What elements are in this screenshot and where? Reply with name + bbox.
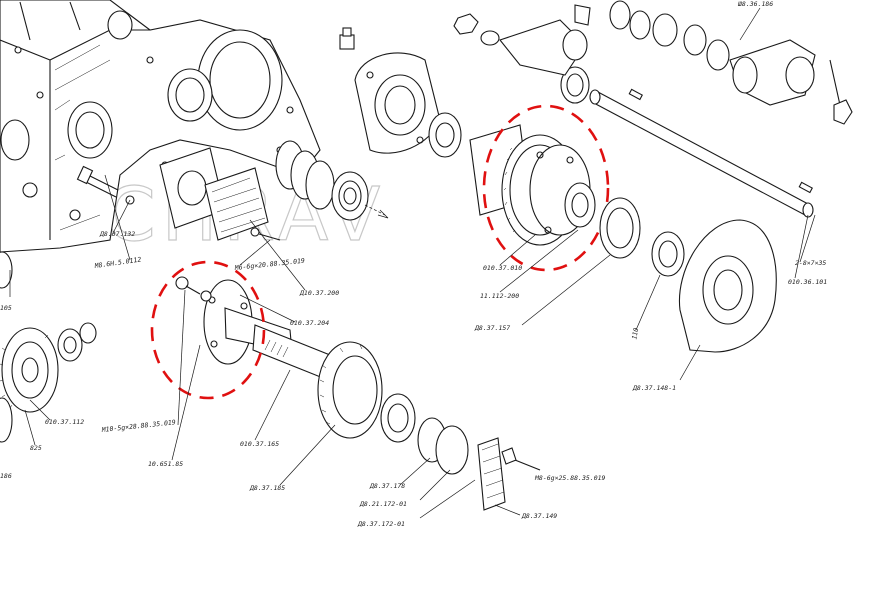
highlight-circle-lower	[150, 260, 266, 400]
bushing-set	[609, 0, 730, 71]
ball-bearing-right	[651, 231, 685, 277]
leader-lines	[9, 7, 816, 519]
ball-bearing-lower	[380, 393, 416, 443]
part-label: Д8.37.185	[249, 484, 285, 492]
cover-plate-lower	[477, 437, 506, 511]
part-label: М10-5g×28.88.35.019	[100, 418, 176, 434]
part-label: Д8.37.148-1	[632, 384, 676, 392]
part-label: 010.37.010	[483, 264, 522, 272]
part-label: Д8.37.172-01	[357, 520, 405, 528]
part-label: М6-6g×20.88.35.019	[233, 257, 305, 272]
part-label: Д8.21.172-01	[359, 500, 407, 508]
bevel-gear	[317, 341, 383, 439]
part-label: 186	[0, 472, 12, 480]
part-label: 010.36.101	[788, 278, 827, 286]
bearing-flange-top	[354, 52, 441, 154]
ball-bearing-top	[428, 112, 462, 158]
arm-bracket-right	[729, 39, 816, 106]
ball-bearing-upper	[331, 171, 369, 221]
lower-flange-shaft	[203, 279, 331, 381]
seal-ring-top	[560, 66, 590, 104]
seal-plate-right	[678, 219, 777, 353]
part-label: 11.112-200	[480, 292, 519, 300]
seal-ring-right	[599, 197, 641, 259]
retaining-rings	[275, 140, 335, 210]
part-label: 10.651.85	[148, 460, 183, 468]
fork-pin	[829, 59, 853, 125]
small-bearing-left	[57, 322, 97, 362]
long-shaft	[589, 88, 814, 218]
part-label: 825	[30, 444, 42, 452]
part-label: Д8.37.178	[369, 482, 405, 490]
housing-plug	[339, 27, 355, 50]
snap-rings-lower	[417, 417, 469, 475]
part-label: 010.37.165	[240, 440, 279, 448]
part-label: Д8.37.149	[521, 512, 557, 520]
cover-plate	[204, 167, 269, 241]
upper-gear-assembly	[469, 124, 596, 246]
nut-top	[453, 13, 500, 46]
part-label: М8-6g×25.88.35.019	[534, 474, 606, 482]
part-label: Д10.37.200	[299, 289, 339, 297]
part-label: 010.37.112	[45, 418, 84, 426]
part-label: 105	[0, 304, 12, 312]
spur-gear-left	[0, 327, 59, 413]
cover-bolt-lower	[501, 447, 541, 471]
highlight-circle-upper	[482, 104, 610, 272]
gearbox-housing	[0, 0, 321, 253]
part-label: Д8.37.132	[99, 230, 135, 238]
part-label: 010.37.204	[290, 319, 329, 327]
part-label: 2-8×7×35	[795, 259, 826, 267]
shift-fork-bracket	[499, 4, 591, 76]
part-label: Д8.37.157	[474, 324, 510, 332]
part-label: 110	[630, 327, 640, 340]
lower-bolt	[175, 276, 212, 302]
spur-gear-far-left	[0, 251, 13, 443]
part-label: Ш8.36.186	[737, 0, 773, 8]
